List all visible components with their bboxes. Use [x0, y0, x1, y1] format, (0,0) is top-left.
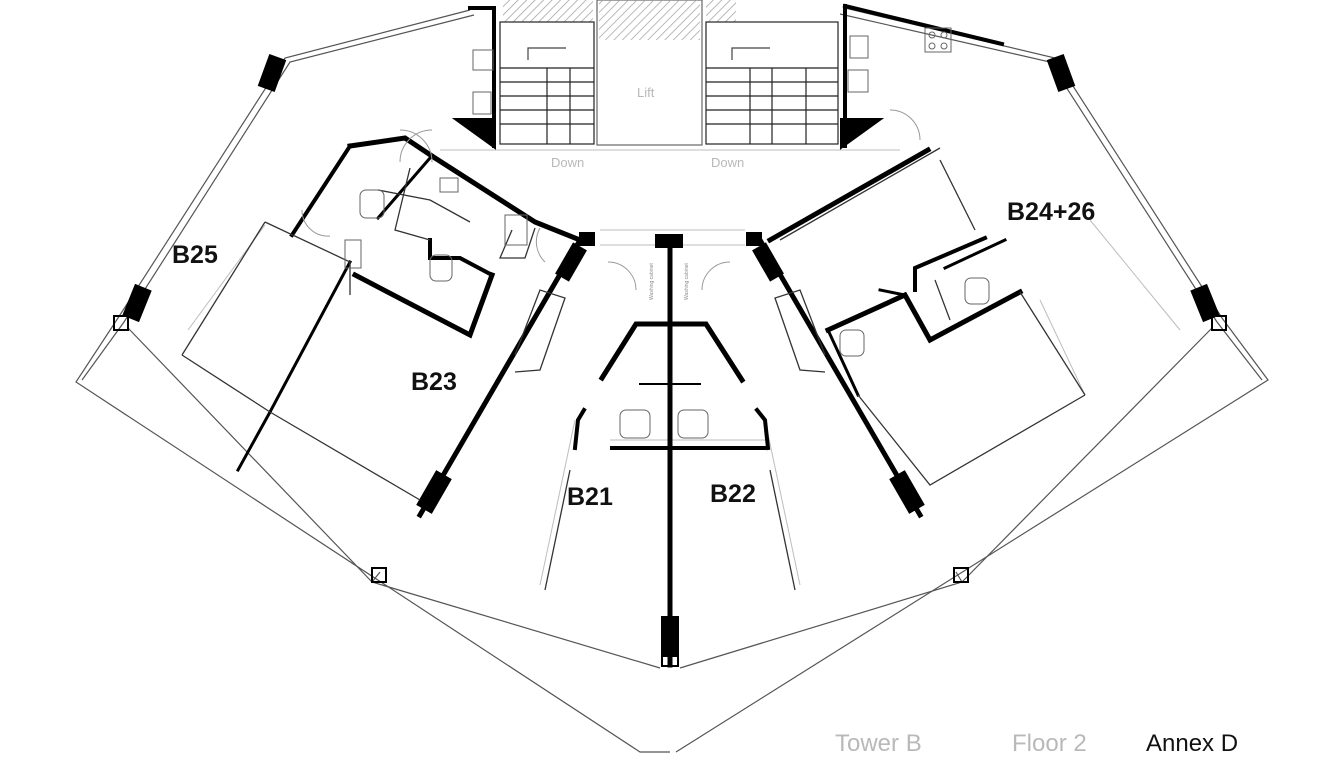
lift-label: Lift — [637, 85, 655, 100]
unit-label-b23: B23 — [411, 368, 457, 396]
unit-label-b21: B21 — [567, 483, 613, 511]
footer-floor-label: Floor 2 — [1012, 730, 1087, 757]
door-swings — [301, 109, 921, 291]
columns — [113, 53, 1227, 667]
unit-label-b24-26: B24+26 — [1007, 198, 1095, 226]
footer-tower-label: Tower B — [835, 730, 922, 757]
fixtures — [344, 27, 990, 439]
structural-walls — [235, 3, 1024, 668]
stair-right-down-label: Down — [711, 155, 744, 170]
stair-left-down-label: Down — [551, 155, 584, 170]
washing-cabinet-left-label: Washing cabinet — [649, 263, 655, 300]
lift-shaft — [503, 0, 736, 146]
stair-right — [705, 21, 839, 145]
unit-label-b25: B25 — [172, 241, 218, 269]
washing-cabinet-right-label: Washing cabinet — [684, 263, 690, 300]
unit-label-b22: B22 — [710, 480, 756, 508]
stair-left — [499, 21, 595, 145]
interior-partitions — [181, 147, 1086, 591]
footer-annex-label: Annex D — [1146, 730, 1239, 757]
